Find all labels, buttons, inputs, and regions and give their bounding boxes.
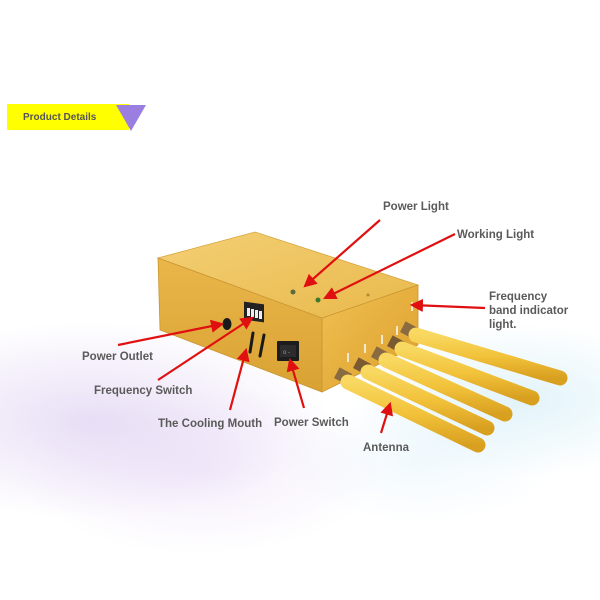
antenna-4 xyxy=(387,335,540,406)
label-frequency-band-line2: band indicator xyxy=(489,305,569,317)
label-power-outlet: Power Outlet xyxy=(82,351,153,363)
antenna-3 xyxy=(371,346,513,422)
power-light-led xyxy=(290,289,296,295)
cooling-slot-2 xyxy=(258,333,266,358)
svg-text:o -: o - xyxy=(283,350,290,356)
working-light-led xyxy=(315,297,321,303)
label-antenna: Antenna xyxy=(363,442,409,454)
label-cooling-mouth: The Cooling Mouth xyxy=(158,418,263,430)
label-frequency-band-line1: Frequency xyxy=(489,291,548,303)
label-frequency-band-line3: light. xyxy=(489,319,517,331)
antenna-2 xyxy=(353,357,495,436)
label-working-light: Working Light xyxy=(457,229,535,241)
banner-triangle-icon xyxy=(116,105,146,131)
label-power-switch: Power Switch xyxy=(274,417,349,429)
product-details-banner: Product Details xyxy=(7,104,129,130)
antennas xyxy=(334,321,568,453)
antenna-5 xyxy=(400,321,568,386)
label-power-light: Power Light xyxy=(383,201,449,213)
antenna-1 xyxy=(334,367,486,453)
power-outlet-port xyxy=(222,318,232,330)
banner-title: Product Details xyxy=(23,111,97,123)
label-frequency-switch: Frequency Switch xyxy=(94,385,193,397)
